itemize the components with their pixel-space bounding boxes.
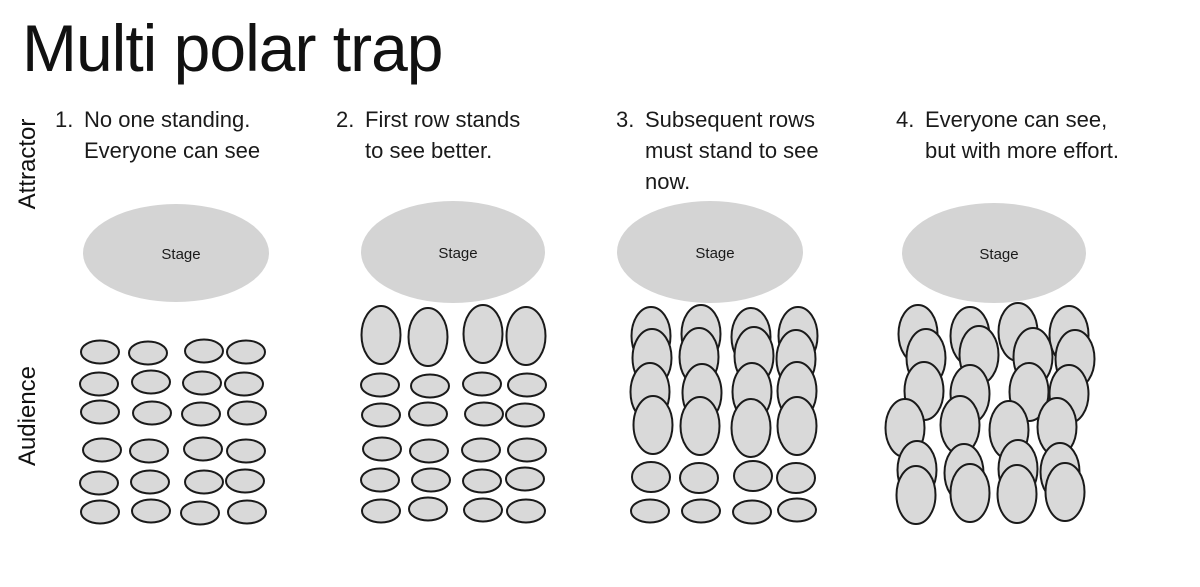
person-ellipse-sit xyxy=(461,437,501,463)
person-ellipse-sit xyxy=(361,402,401,428)
person-ellipse-sit xyxy=(131,498,171,524)
stage-label: Stage xyxy=(161,246,200,263)
panel-4-caption-text: Everyone can see, but with more effort. xyxy=(925,107,1120,163)
person-ellipse-sit xyxy=(129,438,169,464)
panel-3-caption: 3. Subsequent rows must stand to see now… xyxy=(616,104,878,197)
person-ellipse-sit xyxy=(227,499,267,525)
person-ellipse-sit xyxy=(507,437,547,463)
panel-1: Stage xyxy=(79,204,269,526)
axis-label-audience: Audience xyxy=(14,365,41,467)
person-ellipse-stand xyxy=(949,463,991,523)
panel-3: Stage xyxy=(617,201,819,525)
person-ellipse-sit xyxy=(411,467,451,493)
person-ellipse-sit xyxy=(361,498,401,524)
panel-2-caption-text: First row stands to see better. xyxy=(365,107,521,163)
person-ellipse-sit xyxy=(732,499,772,525)
page-title: Multi polar trap xyxy=(22,11,444,85)
person-ellipse-sit xyxy=(410,373,450,399)
person-ellipse-sit xyxy=(128,340,168,366)
person-ellipse-round xyxy=(679,462,719,494)
person-ellipse-sit xyxy=(224,371,264,397)
panel-1-caption-text: No one standing. Everyone can see xyxy=(84,107,261,163)
person-ellipse-sit xyxy=(630,498,670,524)
panel-1-caption: 1. No one standing. Everyone can see xyxy=(55,104,317,166)
person-ellipse-sit xyxy=(506,498,546,524)
person-ellipse-sit xyxy=(462,468,502,494)
stage-ellipse xyxy=(361,201,545,303)
panel-1-number: 1. xyxy=(55,107,74,132)
person-ellipse-sit xyxy=(507,372,547,398)
person-ellipse-sit xyxy=(409,438,449,464)
person-ellipse-sit xyxy=(462,371,502,397)
stage-ellipse xyxy=(902,203,1086,303)
person-ellipse-sit xyxy=(227,400,267,426)
person-ellipse-sit xyxy=(505,402,545,428)
panel-4: Stage xyxy=(884,203,1096,525)
person-ellipse-stand xyxy=(505,306,547,366)
person-ellipse-sit xyxy=(132,400,172,426)
person-ellipse-stand xyxy=(360,305,402,365)
person-ellipse-sit xyxy=(226,339,266,365)
person-ellipse-stand xyxy=(730,398,772,458)
panel-2-caption: 2. First row stands to see better. xyxy=(336,104,598,166)
person-ellipse-sit xyxy=(183,436,223,462)
person-ellipse-stand xyxy=(462,304,504,364)
panel-4-caption: 4. Everyone can see, but with more effor… xyxy=(896,104,1158,166)
person-ellipse-stand xyxy=(996,464,1038,524)
person-ellipse-sit xyxy=(463,497,503,523)
person-ellipse-sit xyxy=(79,470,119,496)
person-ellipse-sit xyxy=(360,372,400,398)
person-ellipse-round xyxy=(733,460,773,492)
panel-4-number: 4. xyxy=(896,107,915,132)
person-ellipse-stand xyxy=(679,396,721,456)
person-ellipse-sit xyxy=(184,469,224,495)
panel-2: Stage xyxy=(360,201,547,524)
stage-label: Stage xyxy=(695,245,734,262)
stage-label: Stage xyxy=(979,246,1018,263)
person-ellipse-sit xyxy=(225,468,265,494)
person-ellipse-sit xyxy=(464,401,504,427)
person-ellipse-sit xyxy=(131,369,171,395)
panel-3-number: 3. xyxy=(616,107,635,132)
person-ellipse-sit xyxy=(408,496,448,522)
person-ellipse-sit xyxy=(777,497,817,523)
person-ellipse-sit xyxy=(79,371,119,397)
panel-3-caption-text: Subsequent rows must stand to see now. xyxy=(645,107,819,194)
person-ellipse-stand xyxy=(407,307,449,367)
person-ellipse-round xyxy=(631,461,671,493)
stage-ellipse xyxy=(617,201,803,303)
person-ellipse-sit xyxy=(130,469,170,495)
person-ellipse-sit xyxy=(226,438,266,464)
person-ellipse-sit xyxy=(181,401,221,427)
stage-ellipse xyxy=(83,204,269,302)
stage-label: Stage xyxy=(438,245,477,262)
person-ellipse-sit xyxy=(362,436,402,462)
person-ellipse-sit xyxy=(80,339,120,365)
axis-label-attractor: Attractor xyxy=(14,118,41,210)
person-ellipse-sit xyxy=(360,467,400,493)
person-ellipse-sit xyxy=(180,500,220,526)
person-ellipse-stand xyxy=(632,395,674,455)
panel-2-number: 2. xyxy=(336,107,355,132)
person-ellipse-stand xyxy=(895,465,937,525)
person-ellipse-sit xyxy=(505,466,545,492)
person-ellipse-sit xyxy=(80,399,120,425)
person-ellipse-sit xyxy=(80,499,120,525)
person-ellipse-sit xyxy=(82,437,122,463)
person-ellipse-sit xyxy=(182,370,222,396)
person-ellipse-sit xyxy=(184,338,224,364)
person-ellipse-stand xyxy=(776,396,818,456)
person-ellipse-stand xyxy=(1044,462,1086,522)
person-ellipse-sit xyxy=(681,498,721,524)
person-ellipse-sit xyxy=(408,401,448,427)
person-ellipse-round xyxy=(776,462,816,494)
